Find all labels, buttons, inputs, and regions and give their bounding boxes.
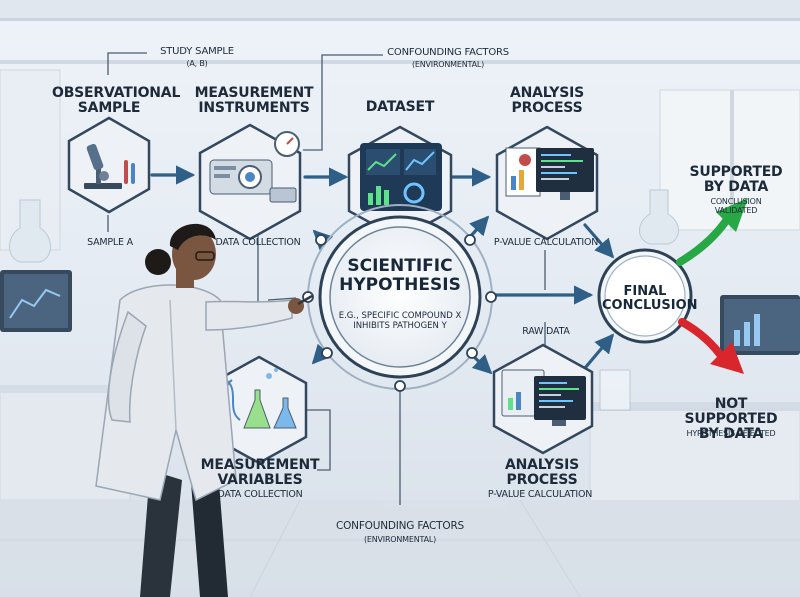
supported-arrow [676,198,748,266]
study-sample-label: STUDY SAMPLE [160,46,234,57]
data-collection-top-label: DATA COLLECTION [215,237,301,248]
projector-icon [209,131,300,203]
raw-data-label: RAW DATA [522,326,570,337]
microscope-icon [84,143,135,189]
analysis-process-bottom-label: ANALYSIS PROCESS [504,457,580,489]
not-supported-sub-label: HYPOTHESIS REJECTED [686,429,776,438]
confounding-factors-top-label: CONFOUNDING FACTORS [387,47,509,58]
p-value-bottom-label: P-VALUE CALCULATION [487,489,593,500]
flask-icon [217,368,297,429]
dashboard-icon [360,143,442,211]
measurement-variables-label: MEASUREMENT VARIABLES [200,457,320,489]
hypothesis-title: SCIENTIFIC HYPOTHESIS [339,256,461,295]
node-measurement-variables [210,355,308,465]
confounding-factors-top-sub-label: (ENVIRONMENTAL) [411,60,485,69]
measurement-instruments-label: MEASUREMENT INSTRUMENTS [194,85,314,117]
study-sample-sub-label: (A, B) [186,59,208,68]
data-collection-bottom-label: DATA COLLECTION [217,489,303,500]
scientist-figure [95,223,313,597]
supported-sub-label: CONCLUSION VALIDATED [710,197,762,215]
final-conclusion-label: FINAL CONCLUSION [602,284,698,314]
connectors [107,52,546,505]
node-analysis-process-top [495,125,599,241]
hypothesis-subtitle: E.G., SPECIFIC COMPOUND X INHIBITS PATHO… [338,311,462,331]
node-measurement-instruments [198,123,302,241]
hypothesis-node [302,204,497,392]
monitor-code-icon [505,147,594,200]
final-conclusion-node [597,248,693,344]
confounding-factors-bottom-label: CONFOUNDING FACTORS [335,520,465,532]
monitor-code-icon [501,369,586,426]
p-value-top-label: P-VALUE CALCULATION [493,237,599,248]
node-analysis-process-bottom [492,343,594,455]
sample-a-label: SAMPLE A [87,237,133,248]
analysis-process-top-label: ANALYSIS PROCESS [509,85,585,117]
node-observational-sample [67,116,151,214]
supported-label: SUPPORTED BY DATA [689,164,783,196]
confounding-factors-bottom-sub-label: (ENVIRONMENTAL) [363,535,437,544]
rejected-arrow [678,318,744,374]
observational-sample-label: OBSERVATIONAL SAMPLE [52,85,181,117]
dataset-label: DATASET [365,99,435,115]
not-supported-label: NOT SUPPORTED BY DATA [684,396,778,443]
